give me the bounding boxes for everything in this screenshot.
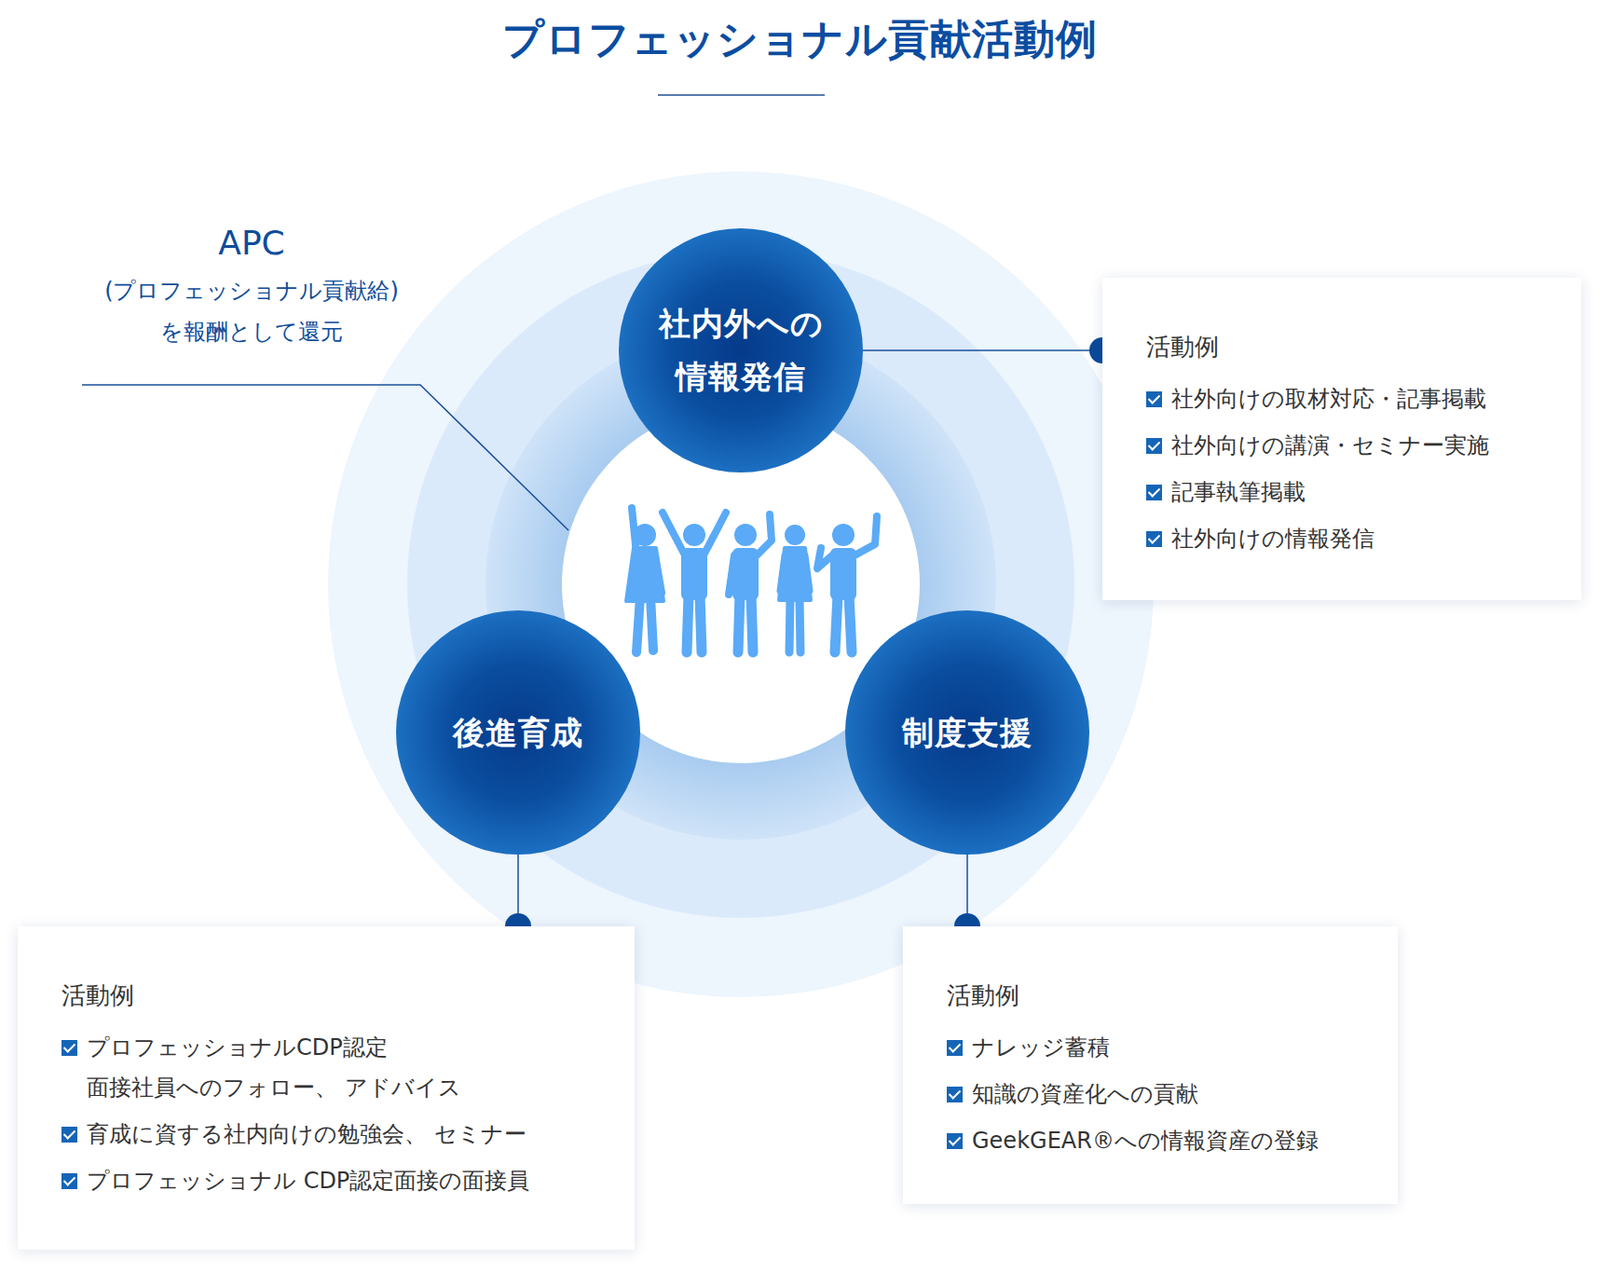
- circle-fill: [618, 228, 863, 473]
- person-figure: [817, 516, 877, 653]
- check-icon: [946, 1086, 963, 1103]
- item-text: 社外向けの情報発信: [1171, 525, 1375, 552]
- circle-label: 制度支援: [864, 706, 1070, 760]
- circle-label: 後進育成: [415, 706, 621, 760]
- callout-label: APC: [74, 219, 429, 267]
- item-text: プロフェッショナルCDP認定 面接社員へのフォロー、 アドバイス: [86, 1034, 462, 1101]
- check-icon: [1146, 437, 1163, 454]
- checklist-item: 社外向けの取材対応・記事掲載: [1146, 379, 1582, 420]
- check-icon: [1146, 484, 1163, 501]
- checklist-item: 育成に資する社内向けの勉強会、 セミナー: [61, 1114, 544, 1155]
- people-illustration: [626, 507, 877, 653]
- person-figure: [626, 507, 664, 653]
- leader-line: [82, 384, 569, 531]
- item-text: プロフェッショナル CDP認定面接の面接員: [86, 1167, 530, 1194]
- check-icon: [946, 1133, 963, 1149]
- circle-fill: [845, 610, 1090, 855]
- outer-ring: [328, 171, 1154, 998]
- box-heading: 活動例: [946, 978, 1380, 1012]
- topic-circle: 制度支援: [845, 610, 1090, 855]
- activity-box: 活動例プロフェッショナルCDP認定 面接社員へのフォロー、 アドバイス育成に資す…: [17, 926, 635, 1250]
- item-text: 育成に資する社内向けの勉強会、 セミナー: [86, 1121, 527, 1148]
- item-text: 知識の資産化への貢献: [971, 1080, 1199, 1108]
- activity-box: 活動例ナレッジ蓄積知識の資産化への貢献 GeekGEAR®への情報資産の登録: [902, 926, 1398, 1204]
- item-text: GeekGEAR®への情報資産の登録: [971, 1127, 1319, 1154]
- check-icon: [61, 1173, 78, 1190]
- checklist-item: 社外向けの情報発信: [1146, 519, 1582, 560]
- checklist-item: 知識の資産化への貢献: [946, 1074, 1401, 1115]
- check-icon: [61, 1039, 78, 1056]
- check-icon: [1146, 391, 1163, 408]
- box-heading: 活動例: [1146, 329, 1563, 364]
- circle-label: 社内外への 情報発信: [638, 297, 844, 404]
- item-text: 社外向けの取材対応・記事掲載: [1171, 385, 1487, 412]
- check-icon: [61, 1126, 78, 1143]
- activity-box: 活動例社外向けの取材対応・記事掲載社外向けの講演・セミナー実施記事執筆掲載社外向…: [1102, 277, 1582, 601]
- check-icon: [946, 1039, 963, 1056]
- diagram-title: プロフェッショナル貢献活動例: [0, 11, 1600, 68]
- checklist-item: 記事執筆掲載: [1146, 472, 1582, 513]
- person-figure: [779, 524, 811, 653]
- checklist-item: プロフェッショナルCDP認定 面接社員へのフォロー、 アドバイス: [61, 1027, 544, 1108]
- checklist-item: GeekGEAR®への情報資産の登録: [946, 1121, 1401, 1162]
- title-underline: [657, 94, 825, 96]
- circle-fill: [396, 610, 641, 855]
- checklist-item: ナレッジ蓄積: [946, 1027, 1401, 1068]
- item-text: 社外向けの講演・セミナー実施: [1171, 432, 1490, 459]
- person-figure: [728, 514, 772, 653]
- check-icon: [1146, 531, 1163, 548]
- checklist-item: 社外向けの講演・セミナー実施: [1146, 425, 1582, 466]
- connector-line: [862, 349, 1103, 352]
- topic-circle: 後進育成: [396, 610, 641, 855]
- item-text: 記事執筆掲載: [1171, 478, 1306, 506]
- checklist-item: プロフェッショナル CDP認定面接の面接員: [61, 1161, 544, 1202]
- topic-circle: 社内外への 情報発信: [618, 228, 863, 473]
- circle-outline: [618, 228, 863, 473]
- box-heading: 活動例: [61, 978, 616, 1012]
- callout-label: (プロフェッショナル貢献給) を報酬として還元: [74, 270, 429, 353]
- person-figure: [662, 512, 726, 653]
- item-text: ナレッジ蓄積: [971, 1034, 1110, 1061]
